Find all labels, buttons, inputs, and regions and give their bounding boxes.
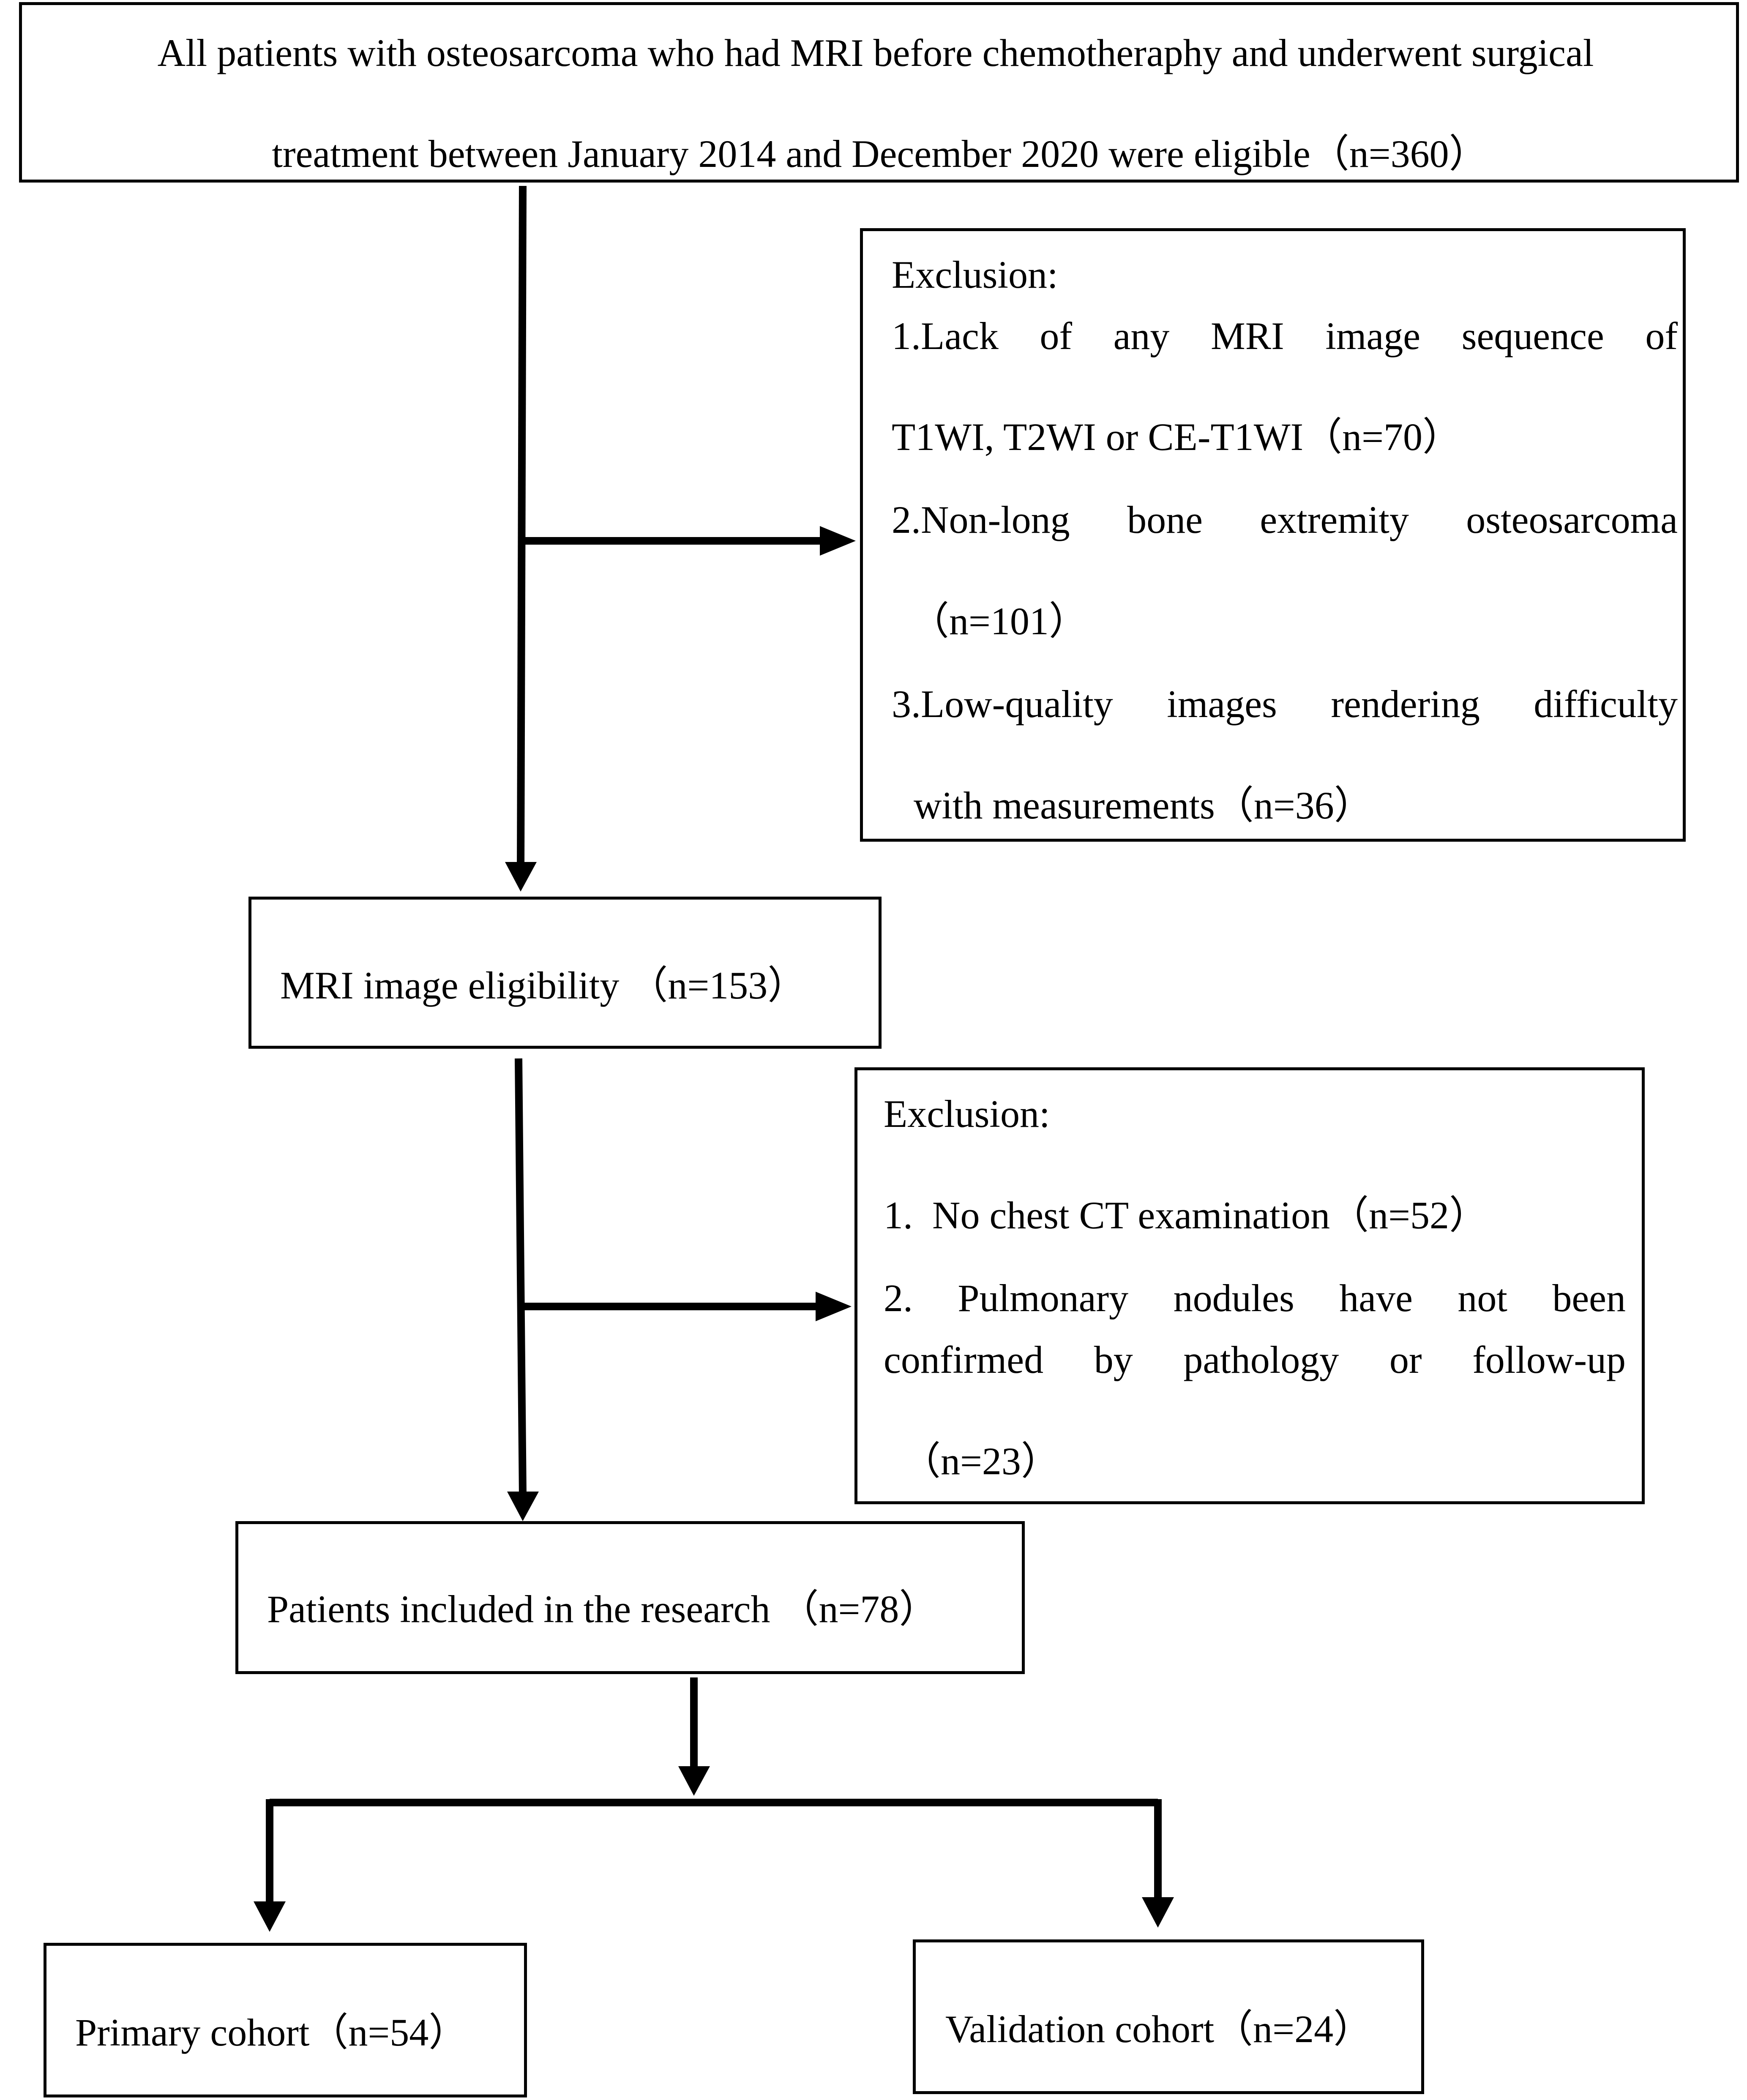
mri-eligibility-label: MRI image eligibility （n=153） [280, 964, 807, 1007]
eligible-line-2: treatment between January 2014 and Decem… [272, 132, 1488, 175]
exclusion-1-line-2: T1WI, T2WI or CE-T1WI（n=70） [892, 415, 1462, 458]
exclusion-2-line-3: confirmed by pathology or follow-up [884, 1338, 1626, 1381]
arrowhead-exclusion-1 [820, 526, 856, 556]
exclusion-box-1: Exclusion: 1.Lack of any MRI image seque… [860, 228, 1686, 842]
arrowhead-primary [254, 1901, 286, 1932]
primary-cohort-box: Primary cohort（n=54） [44, 1943, 527, 2097]
exclusion-2-line-4: （n=23） [902, 1440, 1060, 1483]
arrowhead-mri [505, 862, 537, 892]
arrowhead-validation [1142, 1897, 1174, 1928]
arrowhead-split [678, 1766, 710, 1796]
exclusion-1-line-1: 1.Lack of any MRI image sequence of [892, 314, 1678, 357]
exclusion-2-line-1: 1. No chest CT examination（n=52） [884, 1194, 1488, 1237]
connector-mri-to-included [515, 1058, 527, 1496]
exclusion-box-2: Exclusion: 1. No chest CT examination（n=… [854, 1067, 1645, 1504]
connector-eligible-to-mri [517, 185, 527, 867]
arrowhead-exclusion-2 [816, 1292, 852, 1321]
eligible-box: All patients with osteosarcoma who had M… [19, 2, 1739, 183]
exclusion-2-line-2: 2. Pulmonary nodules have not been [884, 1276, 1626, 1320]
exclusion-1-line-4: （n=101） [910, 600, 1088, 643]
included-box: Patients included in the research （n=78） [235, 1521, 1025, 1674]
exclusion-1-heading: Exclusion: [892, 253, 1058, 296]
mri-eligibility-box: MRI image eligibility （n=153） [248, 897, 882, 1049]
primary-cohort-label: Primary cohort（n=54） [75, 2011, 468, 2054]
validation-cohort-box: Validation cohort（n=24） [913, 1939, 1424, 2094]
arrowhead-included [507, 1492, 539, 1521]
exclusion-2-heading: Exclusion: [884, 1092, 1050, 1135]
validation-cohort-label: Validation cohort（n=24） [945, 2007, 1373, 2051]
exclusion-1-line-5: 3.Low-quality images rendering difficult… [892, 682, 1678, 725]
exclusion-1-line-6: with measurements（n=36） [914, 784, 1373, 827]
included-label: Patients included in the research （n=78） [267, 1587, 938, 1631]
exclusion-1-line-3: 2.Non-long bone extremity osteosarcoma [892, 498, 1678, 541]
eligible-line-1: All patients with osteosarcoma who had M… [157, 31, 1594, 74]
